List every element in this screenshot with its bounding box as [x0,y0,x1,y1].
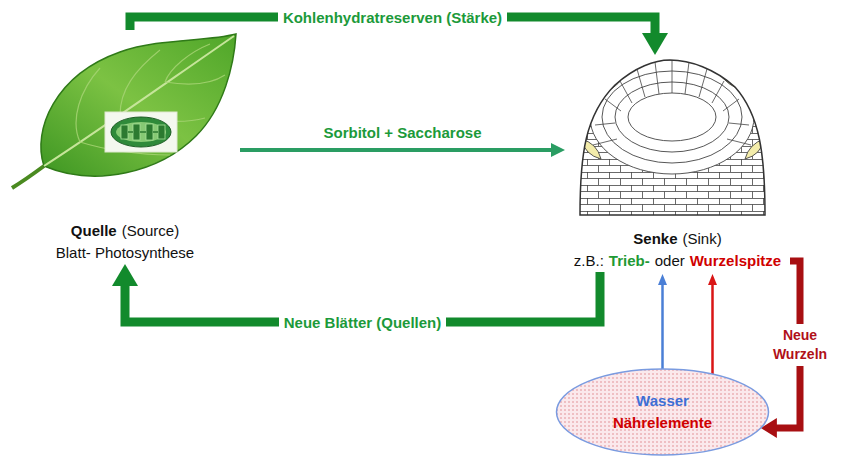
text-line: Nährelemente [613,412,712,434]
arrow-head [708,274,717,285]
arrow-head [642,33,668,55]
connector-line [711,283,714,374]
edge-label: Neue Blätter (Quellen) [279,313,447,332]
arrow-head [551,143,565,157]
connector-line [130,17,655,35]
text-line: Senke (Sink) [565,228,790,250]
node-heading: Senke [633,228,677,250]
node-caption: oder [655,250,685,272]
node-text: Wasser [636,390,689,412]
sugar-transport-arrow [240,143,565,157]
arrow-head [112,264,138,286]
ellipse-node: WasserNährelemente [555,368,770,456]
arrow-head [658,274,667,285]
edge-label: Sorbitol + Saccharose [319,123,487,142]
edge-label: Neue Wurzeln [768,324,832,366]
water-arrow [658,274,667,369]
connector-line [661,283,664,369]
node-heading: Quelle [71,220,117,242]
node-caption: z.B.: [574,250,604,272]
node-subheading: (Source) [122,220,180,242]
node-caption: Trieb- [609,250,650,272]
text-line: Blatt- Photosynthese [10,242,240,264]
leaf-illustration [10,30,240,195]
nutrient-arrow [708,274,717,374]
edge-label: Kohlenhydratreserven (Stärke) [278,8,507,27]
shoot-tip-illustration [565,55,790,220]
node-subheading: (Sink) [683,228,722,250]
illustrated-node: Senke(Sink)z.B.:Trieb-oderWurzelspitze [565,55,790,272]
node-caption: Wurzelspitze [690,250,781,272]
node-text: Nährelemente [613,412,712,434]
text-line: Wasser [636,390,689,412]
text-line: z.B.:Trieb-oderWurzelspitze [565,250,790,272]
illustrated-node: Quelle(Source)Blatt- Photosynthese [10,30,240,264]
new-leaves-arrow [112,264,600,322]
connector-line [240,148,553,152]
connector-line [125,272,600,322]
text-line: Quelle(Source) [10,220,240,242]
soil-ellipse [555,368,770,456]
node-caption: Blatt- Photosynthese [56,242,194,264]
connector-line [775,261,800,428]
